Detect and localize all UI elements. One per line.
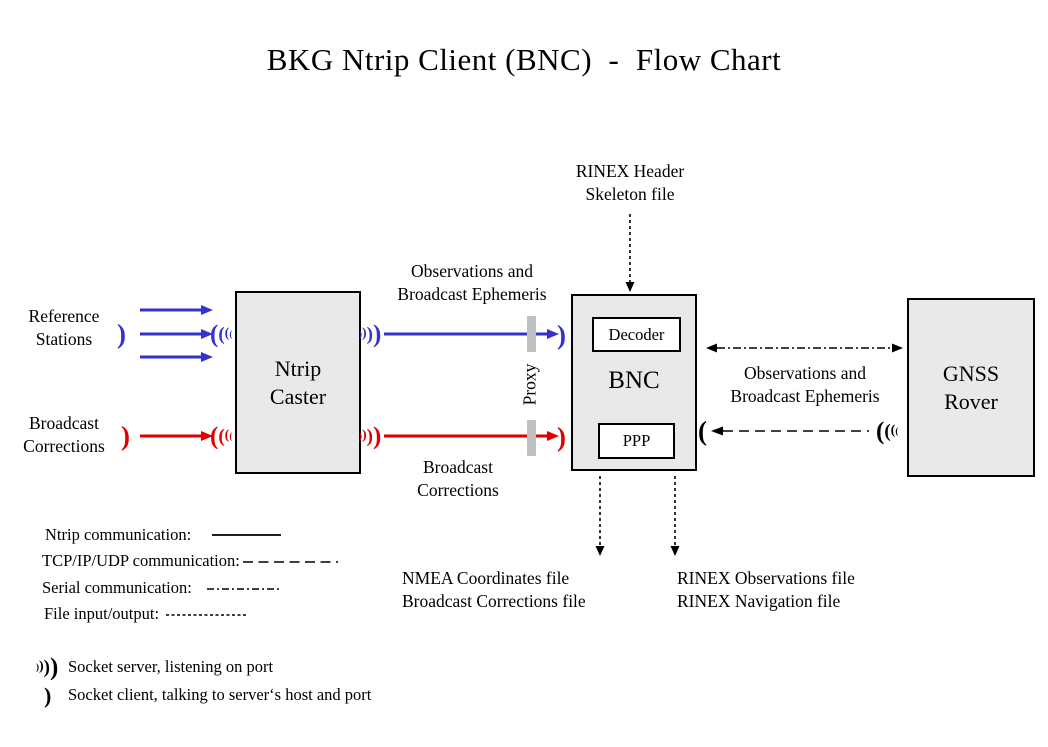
socket-client-icon: ( xyxy=(698,415,707,446)
socket-client-icon: ) xyxy=(557,319,566,350)
legend-ntrip-label: Ntrip communication: xyxy=(45,525,192,544)
socket-client-icon: ) xyxy=(557,421,566,452)
legend-socket-client-label: Socket client, talking to server‘s host … xyxy=(68,685,372,704)
proxy-label: Proxy xyxy=(519,363,540,406)
ntrip-caster-node: Ntrip Caster xyxy=(235,291,361,474)
socket-client-icon: ) xyxy=(121,420,130,451)
observations-ephemeris-label: Observations and Broadcast Ephemeris xyxy=(397,261,547,304)
socket-client-icon: ) xyxy=(44,683,52,708)
bnc-label: BNC xyxy=(608,367,660,394)
nmea-output-arrow xyxy=(595,476,605,556)
socket-server-icon: )))) xyxy=(359,422,382,450)
broadcast-corrections-input-arrow xyxy=(140,431,213,441)
socket-server-icon: )))) xyxy=(359,320,382,348)
decoder-box: Decoder xyxy=(592,317,681,352)
observations-ephemeris-rover-label: Observations and Broadcast Ephemeris xyxy=(730,363,880,406)
legend-serial-label: Serial communication: xyxy=(42,578,192,597)
reference-stations-arrows xyxy=(140,305,213,362)
rinex-header-arrow xyxy=(625,214,635,292)
broadcast-corrections-input-label: Broadcast Corrections xyxy=(23,413,105,456)
legend-socket-server-label: Socket server, listening on port xyxy=(68,657,274,676)
socket-server-icon: (((( xyxy=(210,320,233,348)
page-title: BKG Ntrip Client (BNC) - Flow Chart xyxy=(266,42,782,77)
ppp-box: PPP xyxy=(598,423,675,459)
rinex-output-arrow xyxy=(670,476,680,556)
socket-server-icon: (((( xyxy=(210,422,233,450)
proxy-bar-top xyxy=(527,316,536,352)
rinex-header-skeleton-label: RINEX Header Skeleton file xyxy=(575,161,685,204)
legend-fileio-label: File input/output: xyxy=(44,604,160,623)
corrections-stream-arrow xyxy=(384,431,559,441)
nmea-outputs-label: NMEA Coordinates file Broadcast Correcti… xyxy=(402,568,586,611)
reference-stations-label: Reference Stations xyxy=(28,306,100,349)
broadcast-corrections-stream-label: Broadcast Corrections xyxy=(417,457,499,500)
bnc-node: Decoder BNC PPP xyxy=(571,294,697,471)
proxy-bar-bottom xyxy=(527,420,536,456)
socket-server-icon: )))) xyxy=(36,653,59,681)
legend-tcp-label: TCP/IP/UDP communication: xyxy=(42,551,240,570)
socket-client-icon: ) xyxy=(117,318,126,349)
rinex-outputs-label: RINEX Observations file RINEX Navigation… xyxy=(677,568,855,611)
observations-stream-arrow xyxy=(384,329,559,339)
gnss-rover-node: GNSS Rover xyxy=(907,298,1035,477)
serial-link-arrow xyxy=(706,343,903,353)
tcp-link-arrow xyxy=(711,426,869,436)
socket-server-icon: (((( xyxy=(876,417,899,445)
